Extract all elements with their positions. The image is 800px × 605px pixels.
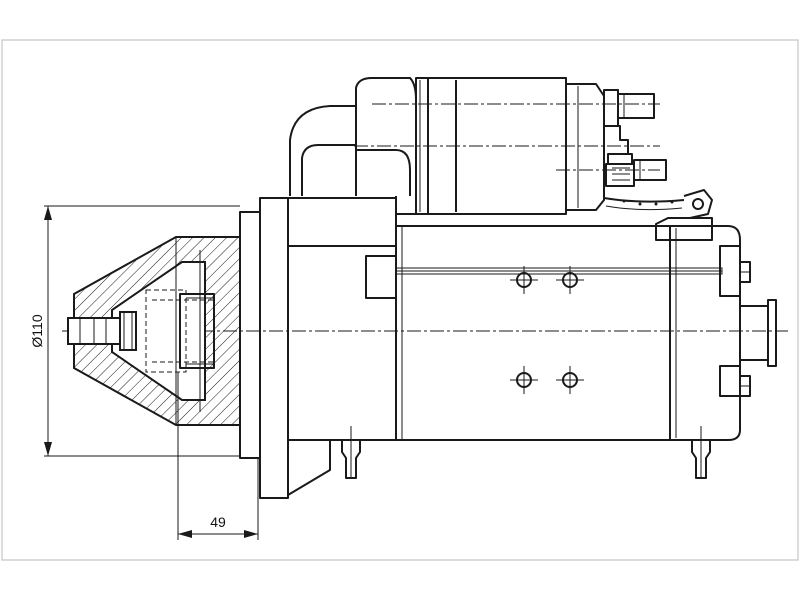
bottom-studs bbox=[341, 426, 711, 479]
offset-dimension: 49 bbox=[177, 372, 259, 540]
bolt-holes bbox=[510, 266, 584, 394]
terminal-studs bbox=[603, 89, 713, 241]
solenoid-assembly bbox=[289, 77, 660, 215]
rear-end-cover bbox=[719, 245, 777, 397]
diameter-label: Ø110 bbox=[29, 314, 45, 347]
brush-holder-block bbox=[365, 255, 397, 299]
mounting-flange bbox=[259, 197, 397, 499]
pinion-housing bbox=[73, 211, 261, 459]
offset-label: 49 bbox=[210, 514, 226, 530]
pinion-shaft bbox=[67, 289, 215, 373]
diameter-dimension: Ø110 bbox=[29, 205, 240, 457]
motor-yoke bbox=[294, 225, 741, 441]
frame-border bbox=[1, 39, 799, 561]
